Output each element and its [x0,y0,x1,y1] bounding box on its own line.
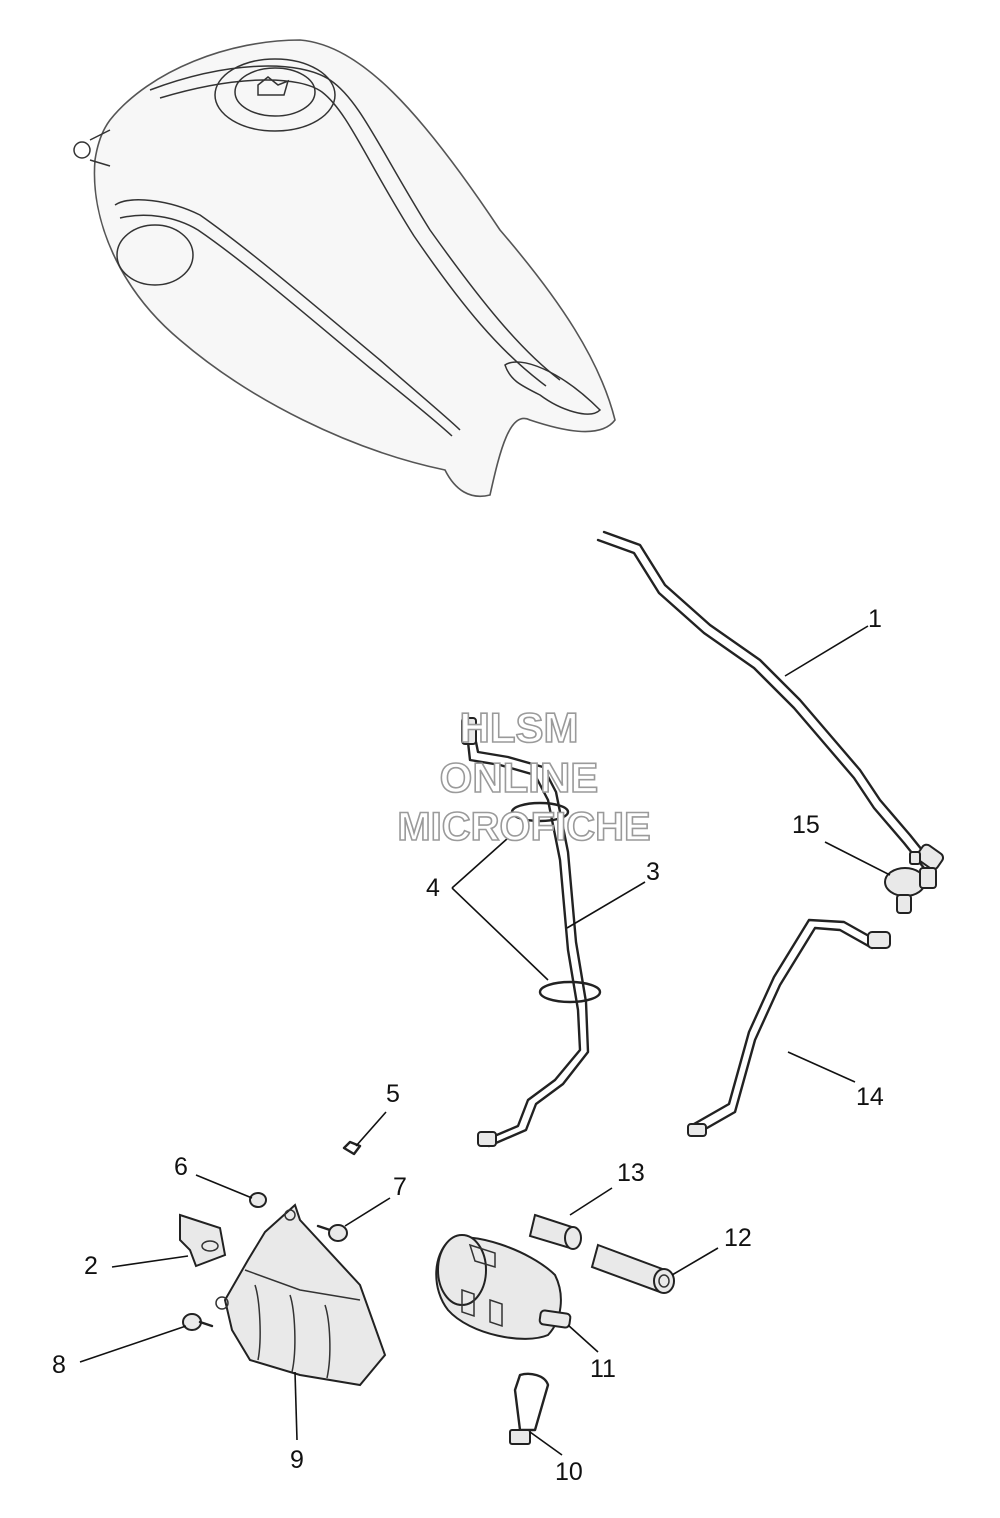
leader-15 [824,841,891,876]
callout-1: 1 [868,605,882,633]
callout-6: 6 [174,1153,188,1181]
part-7-screw [316,1224,348,1242]
callout-2: 2 [84,1252,98,1280]
callout-9: 9 [290,1446,304,1474]
part-9-canister [215,1203,387,1387]
callout-numbers: 1 2 3 4 5 6 7 8 9 10 11 12 13 14 15 [52,605,884,1486]
leader-1 [784,625,869,677]
callout-12: 12 [724,1224,752,1252]
callout-10: 10 [555,1458,583,1486]
part-13-tube [528,1213,582,1250]
watermark-line-3: MICROFICHE [397,805,650,849]
leader-12 [671,1247,719,1276]
part-1-hose [596,530,945,871]
leader-2 [111,1255,189,1268]
watermark: HLSM ONLINE MICROFICHE [397,703,652,850]
leader-9 [294,1371,298,1441]
part-11-canister [435,1234,572,1340]
callout-4: 4 [426,874,440,902]
leader-4a [451,837,509,889]
part-4-clamps [510,801,602,1004]
leader-5 [355,1111,387,1147]
part-12-tube [590,1243,675,1294]
watermark-line-1: HLSM [460,704,579,751]
callout-11: 11 [590,1355,616,1383]
callout-3: 3 [646,858,660,886]
part-6-nut [249,1192,267,1208]
leader-10 [529,1431,563,1456]
callout-14: 14 [856,1083,884,1111]
part-5-clip [342,1140,362,1156]
leader-8 [79,1325,187,1363]
callout-15: 15 [792,811,820,839]
watermark-line-2: ONLINE [440,754,599,801]
leader-lines [79,625,891,1456]
leader-13 [569,1187,613,1216]
fuel-tank [73,39,616,497]
part-14-hose [687,918,891,1137]
callout-8: 8 [52,1351,66,1379]
part-2-bracket [179,1213,227,1268]
part-10-clip [509,1372,550,1445]
part-8-bolt [182,1313,214,1331]
callout-7: 7 [393,1173,407,1201]
leader-4b [451,887,549,981]
callout-13: 13 [617,1159,645,1187]
leader-14 [787,1051,856,1083]
leader-3 [566,881,646,929]
leader-6 [195,1174,253,1199]
leader-7 [344,1197,391,1227]
part-15-valve [884,851,937,914]
part-3-hose [461,717,590,1148]
leader-11 [567,1324,599,1353]
callout-5: 5 [386,1080,400,1108]
